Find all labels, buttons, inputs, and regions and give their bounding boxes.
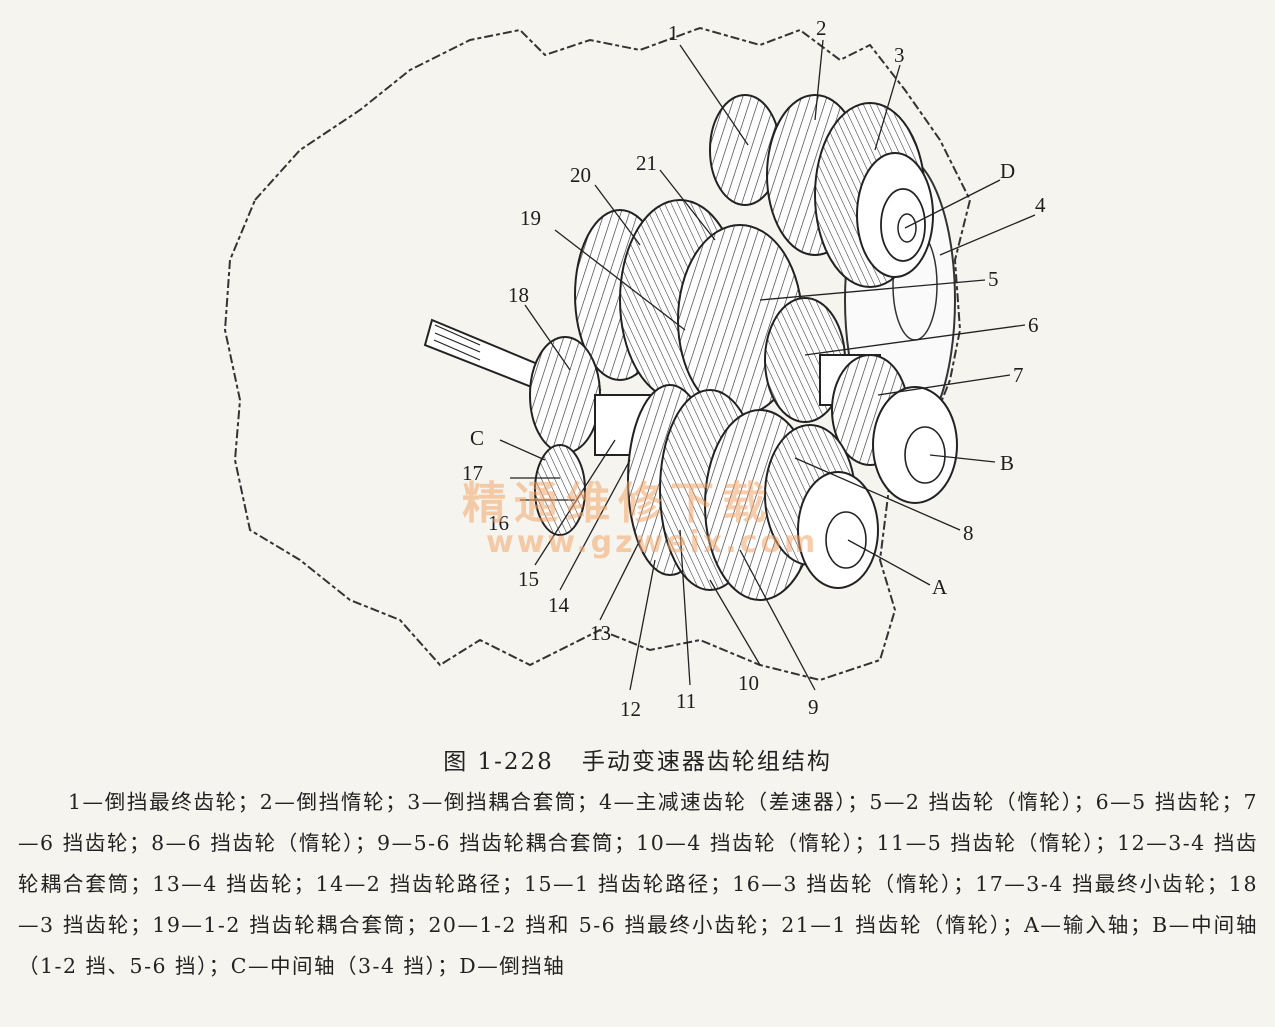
countershaft-b-assembly: [574, 199, 958, 504]
gearbox-diagram: 1 2 3 D 4 5 6 7 B 8 A 9 10 11 12 13 14 1…: [223, 16, 1046, 721]
figure-caption: 图 1-228 手动变速器齿轮组结构: [0, 742, 1275, 776]
callout-B: B: [1000, 451, 1014, 475]
callout-1: 1: [668, 21, 679, 45]
leader-lines: [499, 39, 1036, 691]
watermark-url: www.gzweix.com: [486, 525, 818, 560]
callout-9: 9: [808, 695, 819, 719]
callout-A: A: [932, 575, 948, 599]
callout-10: 10: [738, 671, 759, 695]
callout-15: 15: [518, 567, 539, 591]
callout-8: 8: [963, 521, 974, 545]
callout-6: 6: [1028, 313, 1039, 337]
callout-2: 2: [816, 16, 827, 40]
callout-3: 3: [894, 43, 905, 67]
callout-14: 14: [548, 593, 570, 617]
callout-C: C: [470, 426, 484, 450]
callout-5: 5: [988, 267, 999, 291]
input-shaft-assembly: [423, 318, 879, 601]
callout-20: 20: [570, 163, 591, 187]
callout-13: 13: [590, 621, 611, 645]
callout-D: D: [1000, 159, 1015, 183]
figure-legend: 1—倒挡最终齿轮；2—倒挡惰轮；3—倒挡耦合套筒；4—主减速齿轮（差速器）；5—…: [18, 790, 1258, 978]
figure-number: 图 1-228: [443, 749, 554, 775]
callout-21: 21: [636, 151, 657, 175]
figure-title: 手动变速器齿轮组结构: [581, 749, 832, 775]
callout-17: 17: [462, 461, 483, 485]
callout-12: 12: [620, 697, 641, 721]
callout-4: 4: [1035, 193, 1046, 217]
callout-18: 18: [508, 283, 529, 307]
callout-19: 19: [520, 206, 541, 230]
callout-7: 7: [1013, 363, 1024, 387]
callout-11: 11: [676, 689, 696, 713]
callout-16: 16: [488, 511, 509, 535]
reverse-shaft-assembly: [709, 94, 934, 288]
watermark-text: 精通维修下载: [462, 478, 774, 529]
callout-labels: 1 2 3 D 4 5 6 7 B 8 A 9 10 11 12 13 14 1…: [462, 16, 1046, 721]
